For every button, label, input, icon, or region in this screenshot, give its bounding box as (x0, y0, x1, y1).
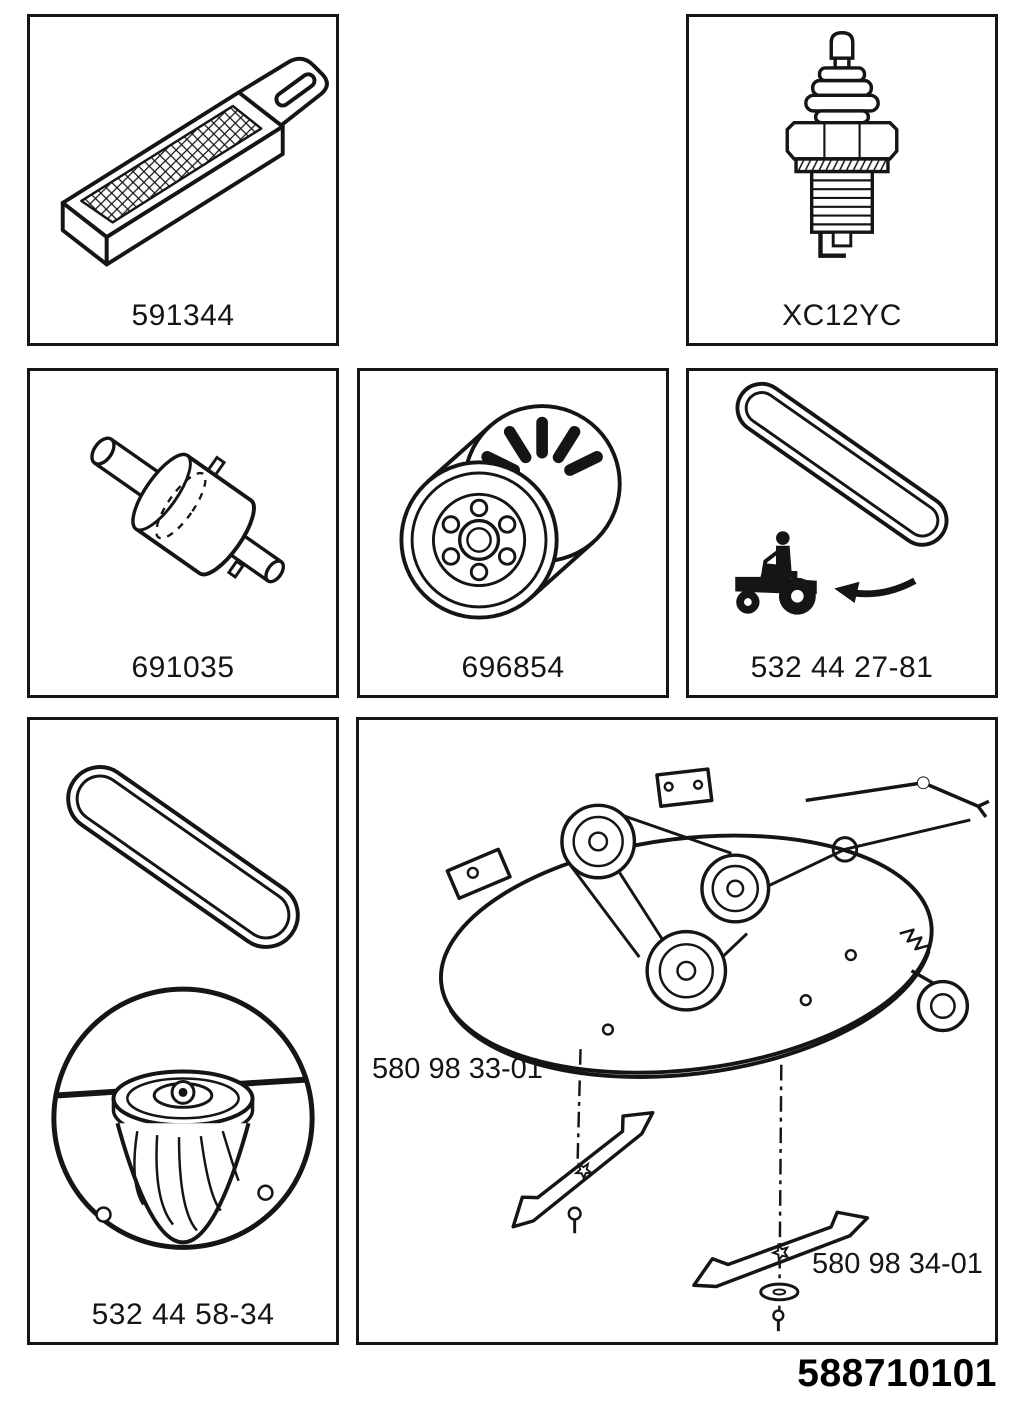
spark-plug-illustration (693, 21, 991, 285)
part-number-blade-left: 580 98 33-01 (372, 1053, 543, 1085)
part-cell-oil-filter: 696854 (357, 368, 669, 698)
leader-lines (576, 1049, 783, 1312)
mower-deck-illustration (363, 724, 991, 1338)
drive-belt-illustration (693, 375, 991, 637)
part-cell-muffler: 691035 (27, 368, 339, 698)
air-filter-illustration (34, 21, 332, 285)
blade-left-illustration (511, 1110, 655, 1229)
part-number-drive-belt: 532 44 27-81 (750, 651, 934, 684)
part-cell-air-filter: 591344 (27, 14, 339, 346)
part-cell-spark-plug: XC12YC (686, 14, 998, 346)
part-number-spark-plug: XC12YC (782, 299, 902, 332)
part-number-blade-right: 580 98 34-01 (812, 1248, 983, 1280)
deck-belt-mandrel-illustration (34, 724, 332, 1284)
part-cell-drive-belt: 532 44 27-81 (686, 368, 998, 698)
muffler-illustration (34, 375, 332, 637)
part-cell-deck-belt-mandrel: 532 44 58-34 (27, 717, 339, 1345)
part-number-muffler: 691035 (131, 651, 235, 684)
part-number-deck-belt-mandrel: 532 44 58-34 (91, 1298, 275, 1331)
oil-filter-illustration (364, 375, 662, 637)
pointer-arrow-icon (834, 577, 917, 604)
part-cell-mower-deck: 580 98 33-01 580 98 34-01 (356, 717, 998, 1345)
part-number-air-filter: 591344 (131, 299, 235, 332)
tractor-icon (735, 531, 817, 615)
part-number-oil-filter: 696854 (461, 651, 565, 684)
document-number: 588710101 (797, 1352, 997, 1395)
blade-right-illustration (692, 1210, 870, 1289)
